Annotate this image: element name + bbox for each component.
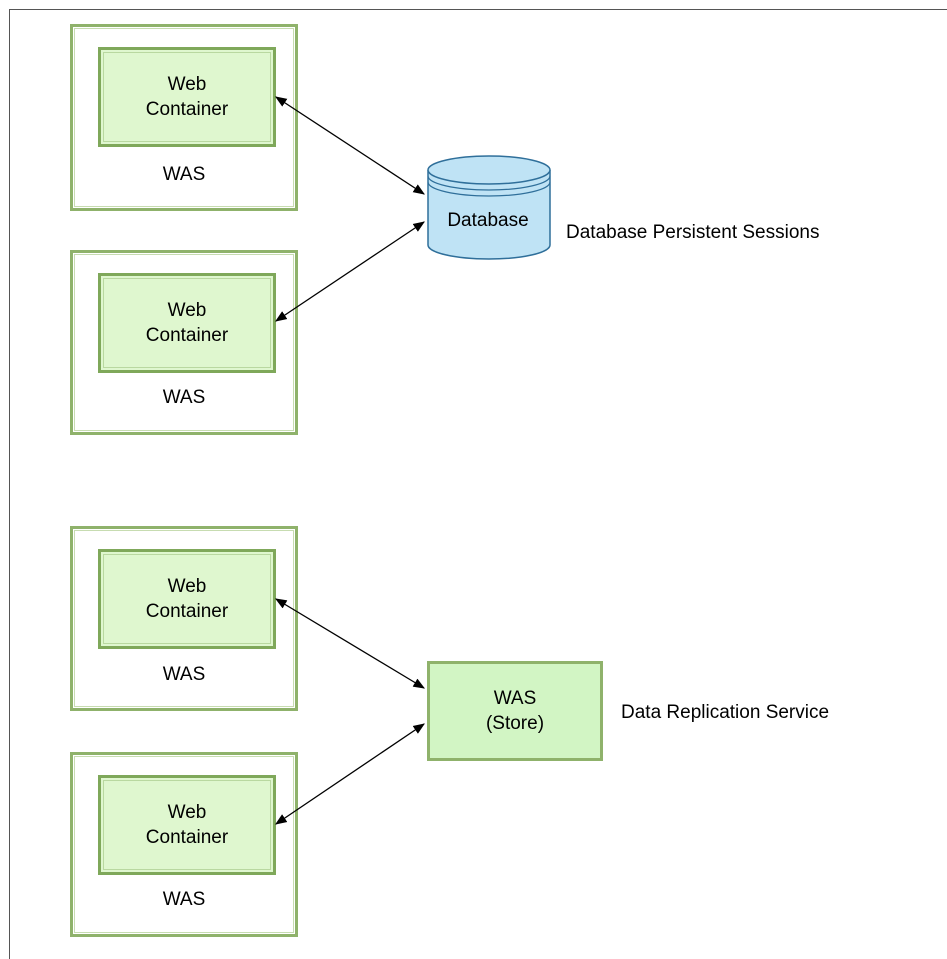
web-container-box: Web Container xyxy=(98,549,276,649)
web-container-box: Web Container xyxy=(98,775,276,875)
web-container-label: Web Container xyxy=(145,74,229,120)
was-label: WAS xyxy=(162,664,206,685)
was-server-box: Web Container WAS xyxy=(70,752,298,937)
replication-caption: Data Replication Service xyxy=(621,702,830,723)
connector-arrow xyxy=(275,96,425,195)
web-container-label: Web Container xyxy=(145,300,229,346)
store-line2: (Store) xyxy=(485,713,545,734)
was-label: WAS xyxy=(162,387,206,408)
connector-arrow xyxy=(275,221,425,322)
database-caption: Database Persistent Sessions xyxy=(566,222,820,243)
web-container-box: Web Container xyxy=(98,273,276,373)
was-server-box: Web Container WAS xyxy=(70,526,298,711)
store-line1: WAS xyxy=(493,688,537,709)
was-server-box: Web Container WAS xyxy=(70,250,298,435)
database-label: Database xyxy=(447,210,529,231)
diagram-frame xyxy=(9,9,947,959)
was-store-box: WAS (Store) xyxy=(427,661,603,761)
web-container-label: Web Container xyxy=(145,576,229,622)
was-label: WAS xyxy=(162,164,206,185)
was-server-box: Web Container WAS xyxy=(70,24,298,211)
database-cylinder-icon xyxy=(427,155,551,260)
connector-arrow xyxy=(274,598,426,689)
web-container-label: Web Container xyxy=(145,802,229,848)
connector-arrow xyxy=(275,723,425,825)
web-container-box: Web Container xyxy=(98,47,276,147)
was-label: WAS xyxy=(162,889,206,910)
